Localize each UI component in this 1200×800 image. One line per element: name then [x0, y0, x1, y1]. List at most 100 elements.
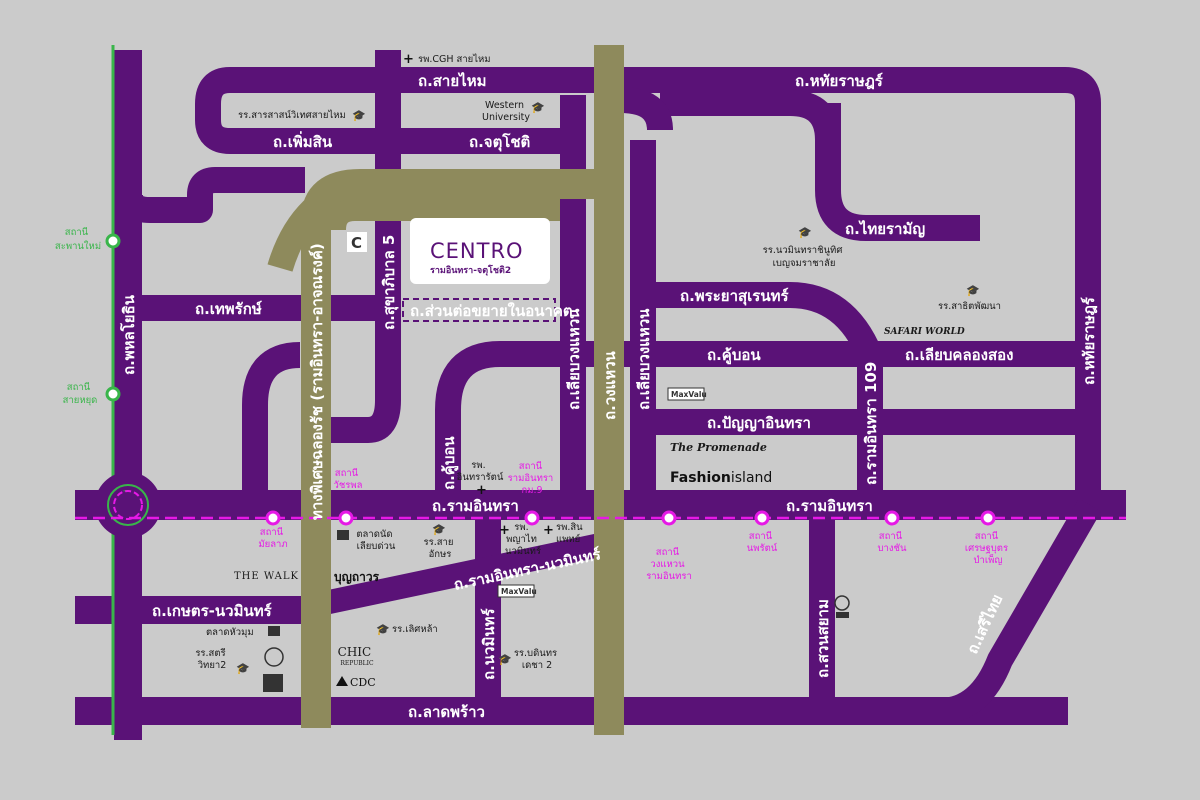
poi-liap-duan-market[interactable]: ตลาดนัด เลียบด่วน	[337, 529, 396, 552]
graduation-cap-icon: 🎓	[432, 523, 446, 536]
c-building-icon	[347, 232, 367, 252]
poi-satri-label: รร.สตรี วิทยา2	[195, 647, 228, 671]
station-watcharaphon-marker[interactable]	[338, 510, 354, 526]
maxvalu-store-1[interactable]: MaxValu	[667, 387, 707, 401]
poi-sarasas-label: รร.สารสาสน์วิเทศสายไหม	[238, 109, 346, 121]
poi-phyathai-hospital[interactable]: + รพ. พญาไท นวมินทร์	[499, 522, 541, 557]
poi-det-2-label: รร.บดินทร เดชา 2	[514, 648, 560, 671]
poi-hua-mum-market[interactable]: ตลาดหัวมุม	[206, 626, 280, 638]
poi-cgh-label: รพ.CGH สายไหม	[418, 53, 491, 65]
safari-world-logo[interactable]: SAFARI WORLD	[884, 327, 965, 337]
road-label-khu-bon: ถ.คู้บอน	[707, 346, 761, 365]
road-sukhaphiban5	[312, 50, 401, 443]
road-west-curve	[242, 342, 301, 495]
poi-satit-label: รร.สาธิตพัฒนา	[938, 301, 1001, 312]
fashion-island-logo[interactable]: Fashionisland	[670, 470, 772, 486]
poi-satri-school[interactable]: รร.สตรี วิทยา2 🎓	[195, 647, 250, 675]
market-stall-icon	[268, 626, 280, 636]
road-label-nawamin: ถ.นวมินทร์	[480, 608, 498, 680]
chic-republic-logo[interactable]: CHIC REPUBLIC	[338, 641, 377, 667]
c-building-glyph: C	[351, 234, 362, 252]
station-bang-chan-marker[interactable]	[884, 510, 900, 526]
station-noppharat-marker[interactable]	[754, 510, 770, 526]
poi-nawamin-school[interactable]: 🎓 รร.นวมินทราชินูทิศ เบญจมราชาลัย	[763, 226, 846, 269]
centro-project-card[interactable]: CENTRO รามอินทรา-จตุโชติ2	[410, 218, 550, 284]
station-wong-waen-label: สถานี วงแหวน รามอินทรา	[646, 546, 692, 582]
station-bang-chan-label: สถานี บางชัน	[878, 530, 907, 554]
road-label-kaset-nawamin: ถ.เกษตร-นวมินทร์	[152, 602, 273, 620]
graduation-cap-icon: 🎓	[376, 623, 390, 636]
bunthavorn-logo[interactable]: บุญถาวร	[334, 570, 380, 585]
road-label-sai-mai: ถ.สายไหม	[418, 71, 486, 90]
station-watcharaphon-label: สถานี วัชรพล	[334, 467, 363, 491]
siam-park-logo[interactable]	[834, 595, 850, 618]
green-stations	[105, 233, 121, 402]
graduation-cap-icon: 🎓	[531, 101, 545, 114]
road-label-ram-inthra-w: ถ.รามอินทรา	[432, 497, 519, 515]
poi-sinphaet-hospital[interactable]: + รพ.สิน แพทย์	[543, 522, 586, 545]
road-label-sukhaphiban5: ถ.สุขาภิบาล 5	[380, 235, 399, 330]
future-extension-road	[402, 298, 556, 322]
road-label-phraya-suren: ถ.พระยาสุเรนทร์	[680, 287, 789, 306]
road-label-thep-rak: ถ.เทพรักษ์	[195, 300, 262, 318]
station-wong-waen-marker[interactable]	[661, 510, 677, 526]
poi-western-university[interactable]: Western University 🎓	[482, 100, 545, 123]
station-sai-yut-marker[interactable]	[105, 386, 121, 402]
station-mai-lap-label: สถานี มัยลาภ	[258, 526, 287, 550]
road-sai-mai	[230, 67, 1101, 495]
poi-cgh[interactable]: + รพ.CGH สายไหม	[403, 52, 491, 67]
poi-sinphaet-label: รพ.สิน แพทย์	[556, 522, 586, 545]
station-saphan-mai-label: สถานี สะพานใหม่	[55, 226, 101, 252]
road-label-lat-phrao: ถ.ลาดพร้าว	[408, 703, 485, 721]
hospital-cross-icon: +	[403, 52, 414, 67]
poi-satit-phatthana[interactable]: 🎓 รร.สาธิตพัฒนา	[938, 284, 1001, 312]
poi-liap-duan-label: ตลาดนัด เลียบด่วน	[356, 529, 395, 552]
graduation-cap-icon: 🎓	[966, 284, 980, 297]
expressway-ramp	[267, 171, 364, 272]
road-label-panya-inthra: ถ.ปัญญาอินทรา	[707, 414, 811, 432]
maxvalu-store-2[interactable]: MaxValu	[497, 584, 537, 598]
centro-logo: CENTRO	[430, 239, 524, 263]
the-walk-logo[interactable]: THE WALK	[234, 571, 299, 582]
maxvalu-label-2: MaxValu	[501, 587, 537, 596]
road-label-ram-inthra-e: ถ.รามอินทรา	[786, 497, 873, 515]
expressway-loop	[324, 199, 560, 231]
station-ram-km9-label: สถานี รามอินทรา กม.9	[508, 460, 557, 496]
poi-inthrarat-hospital[interactable]: รพ. อินทรารัตน์ +	[456, 460, 503, 498]
road-label-chatuchot: ถ.จตุโชติ	[469, 132, 530, 152]
graduation-cap-icon: 🎓	[352, 109, 366, 122]
poi-loet-la-school[interactable]: 🎓 รร.เลิศหล้า	[376, 623, 438, 636]
station-mai-lap-marker[interactable]	[265, 510, 281, 526]
cdc-logo[interactable]: CDC	[336, 676, 376, 689]
roundabout-pink	[113, 490, 143, 520]
graduation-cap-icon: 🎓	[798, 226, 812, 239]
poi-sarasas[interactable]: รร.สารสาสน์วิเทศสายไหม 🎓	[238, 109, 366, 122]
road-label-suan-siam: ถ.สวนสยาม	[814, 599, 832, 678]
roundabout-ring	[107, 484, 149, 526]
hospital-cross-icon: +	[543, 523, 554, 538]
crystal-design-center-logo[interactable]	[263, 647, 284, 692]
road-label-ring-east: ถ.เลียบวงแหวน	[635, 308, 653, 410]
station-saphan-mai-marker[interactable]	[105, 233, 121, 249]
road-label-ram-109: ถ.รามอินทรา 109	[862, 362, 880, 485]
road-label-hathai-east: ถ.หทัยราษฎร์	[1080, 296, 1098, 385]
road-label-phoem-sin: ถ.เพิ่มสิน	[273, 131, 333, 151]
station-setthabut-label: สถานี เศรษฐบุตร บำเพ็ญ	[965, 530, 1011, 566]
poi-det-2-school[interactable]: 🎓 รร.บดินทร เดชา 2	[498, 648, 560, 671]
road-label-khu-bon-v: ถ.คู้บอน	[440, 436, 459, 490]
expressway-network	[267, 45, 624, 735]
road-label-extension: ถ.ส่วนต่อขยายในอนาคต	[410, 302, 573, 320]
road-seri-thai	[939, 498, 1102, 724]
station-ram-km9-marker[interactable]	[524, 510, 540, 526]
graduation-cap-icon: 🎓	[236, 662, 250, 675]
road-label-hathai: ถ.หทัยราษฎร์	[795, 72, 884, 90]
poi-inthrarat-label: รพ. อินทรารัตน์	[456, 460, 503, 483]
road-label-ring-west: ถ.เลียบวงแหวน	[565, 308, 583, 410]
station-sai-yut-label: สถานี สายหยุด	[63, 381, 98, 406]
poi-sai-aksorn-school[interactable]: 🎓 รร.สาย อักษร	[424, 523, 457, 560]
road-label-liap-khlong: ถ.เลียบคลองสอง	[905, 346, 1013, 364]
station-setthabut-marker[interactable]	[980, 510, 996, 526]
triangle-icon	[336, 676, 348, 686]
promenade-logo[interactable]: The Promenade	[670, 441, 767, 454]
cdc-text: CDC	[350, 676, 376, 689]
